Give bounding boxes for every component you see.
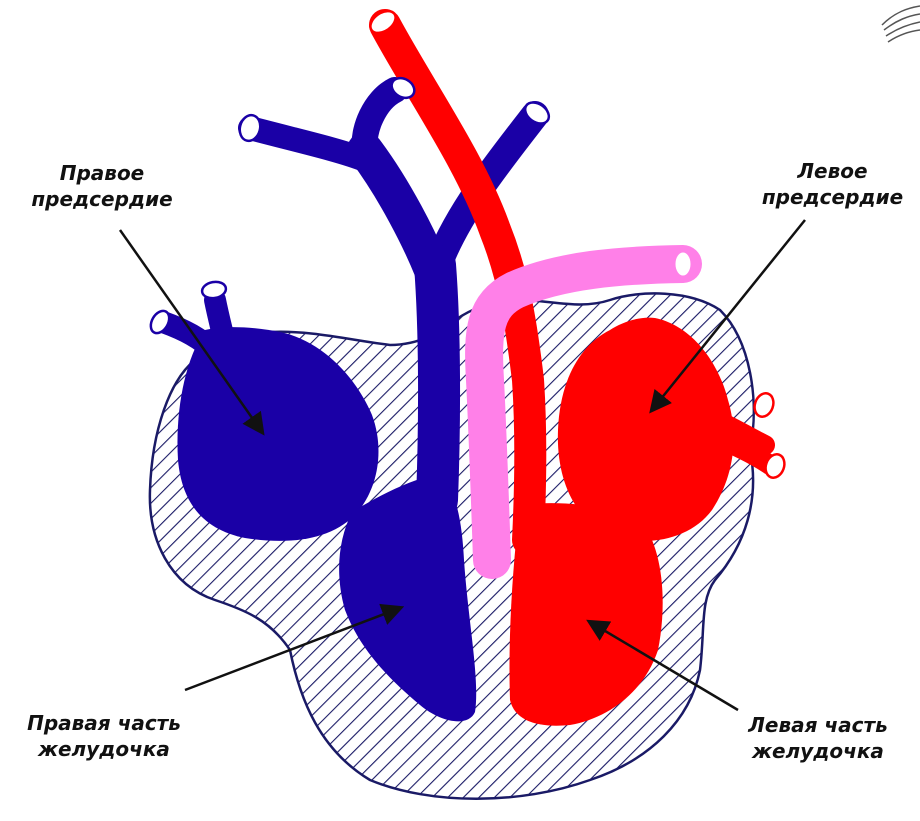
label-right-atrium: Правое предсердие	[22, 160, 182, 212]
leaf-sketch-icon	[882, 6, 920, 42]
label-left-atrium: Левое предсердие	[745, 158, 920, 210]
label-right-ventricle: Правая часть желудочка	[4, 710, 204, 762]
label-left-ventricle: Левая часть желудочка	[718, 712, 918, 764]
pulmonary-opening	[674, 251, 692, 277]
